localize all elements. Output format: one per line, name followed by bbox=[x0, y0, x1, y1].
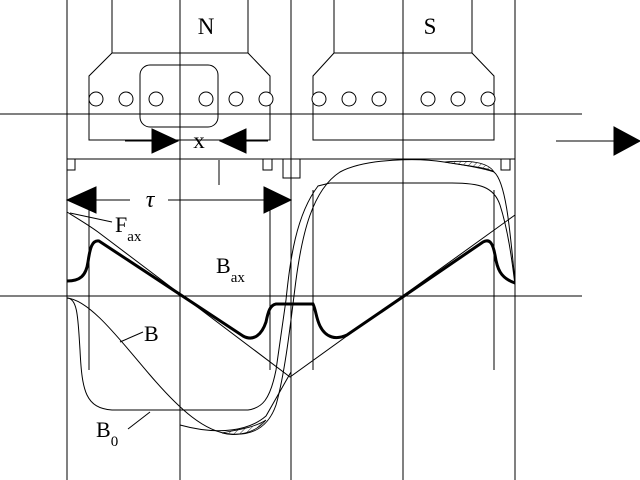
tau-dimension bbox=[65, 186, 293, 214]
conductor bbox=[258, 91, 274, 107]
conductors bbox=[88, 91, 496, 107]
b0-label: B0 bbox=[96, 417, 118, 450]
b-ax-sub: ax bbox=[231, 270, 246, 286]
conductor bbox=[371, 91, 387, 107]
b-ax-main: B bbox=[216, 253, 231, 278]
conductor bbox=[118, 91, 134, 107]
north-pole bbox=[88, 0, 271, 141]
arrow-right-icon bbox=[151, 128, 180, 154]
f-ax-sub: ax bbox=[127, 229, 142, 245]
conductor bbox=[198, 91, 214, 107]
b-ax-label: Bax bbox=[216, 253, 245, 286]
conductor bbox=[148, 91, 164, 107]
b-leader bbox=[119, 331, 144, 343]
x-label: x bbox=[193, 128, 205, 153]
conductor bbox=[88, 91, 104, 107]
f-ax-main: F bbox=[115, 212, 127, 237]
f-ax-leader bbox=[69, 212, 113, 223]
conductor bbox=[480, 91, 496, 107]
arrow-left-icon bbox=[65, 186, 97, 214]
b0-main: B bbox=[96, 417, 111, 442]
south-pole-label: S bbox=[424, 14, 437, 39]
x-dimension bbox=[125, 128, 268, 154]
f-ax-curve bbox=[66, 211, 516, 378]
armature-surface bbox=[66, 158, 515, 179]
b-label: B bbox=[144, 321, 159, 346]
arrow-right-icon bbox=[263, 186, 293, 214]
south-pole bbox=[312, 0, 495, 141]
conductor bbox=[341, 91, 357, 107]
tau-label: τ bbox=[146, 187, 156, 213]
b0-sub: 0 bbox=[111, 434, 119, 450]
coil-outline bbox=[139, 64, 219, 128]
f-ax-label: Fax bbox=[115, 212, 142, 245]
vertical-guides bbox=[66, 0, 516, 480]
north-pole-label: N bbox=[198, 14, 215, 39]
conductor bbox=[228, 91, 244, 107]
f-ax-lower-branch bbox=[179, 371, 292, 432]
conductor bbox=[450, 91, 466, 107]
arrow-left-icon bbox=[218, 128, 247, 154]
conductor bbox=[420, 91, 436, 107]
b0-leader bbox=[127, 411, 151, 430]
b0-curve bbox=[66, 182, 516, 411]
horizontal-guides bbox=[0, 113, 582, 297]
right-arrow-icon bbox=[556, 126, 640, 156]
b-ax-curve bbox=[66, 239, 516, 340]
b-curve bbox=[66, 159, 516, 435]
conductor bbox=[311, 91, 327, 107]
